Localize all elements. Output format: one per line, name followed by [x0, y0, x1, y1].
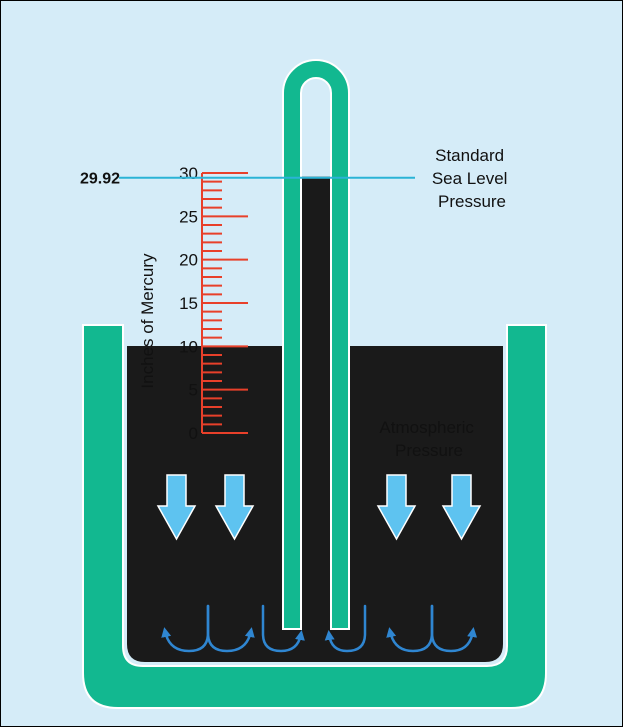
atmospheric-label-line-1: Atmospheric	[379, 418, 474, 437]
curved-arrow-icon	[161, 604, 210, 653]
curved-arrow-icon	[261, 604, 305, 653]
curved-arrow-icon	[386, 604, 434, 653]
pressure-label-line-3: Pressure	[438, 192, 506, 211]
circulation-arrows	[161, 604, 478, 653]
pressure-label-line-1: Standard	[435, 146, 504, 165]
down-arrow-icon	[441, 474, 482, 541]
pressure-label-line-2: Sea Level	[432, 169, 508, 188]
scale-tick-label: 0	[189, 424, 198, 443]
atmospheric-label-line-2: Pressure	[395, 441, 463, 460]
down-arrow-icon	[214, 474, 255, 541]
down-arrow-icon	[156, 474, 197, 541]
pressure-label: Standard Sea Level Pressure	[432, 146, 512, 211]
scale-tick-label: 5	[189, 381, 198, 400]
inch-scale: 0 5 10 15 20 25 30	[179, 164, 248, 443]
reading-value: 29.92	[80, 171, 120, 188]
reservoir-dish	[82, 324, 547, 709]
scale-tick-label: 15	[179, 294, 198, 313]
curved-arrow-icon	[206, 604, 255, 653]
scale-tick-label: 10	[179, 337, 198, 356]
scale-tick-label: 30	[179, 164, 198, 183]
scale-axis-label: Inches of Mercury	[138, 253, 157, 389]
atmospheric-pressure-label: Atmospheric Pressure	[379, 418, 478, 460]
curved-arrow-icon	[324, 604, 367, 653]
curved-arrow-icon	[430, 604, 478, 653]
down-arrow-icon	[376, 474, 417, 541]
scale-tick-label: 25	[179, 207, 198, 226]
mercury-column	[302, 176, 330, 630]
atmospheric-arrows	[156, 474, 482, 541]
barometer-tube	[282, 59, 350, 630]
scale-tick-label: 20	[179, 251, 198, 270]
